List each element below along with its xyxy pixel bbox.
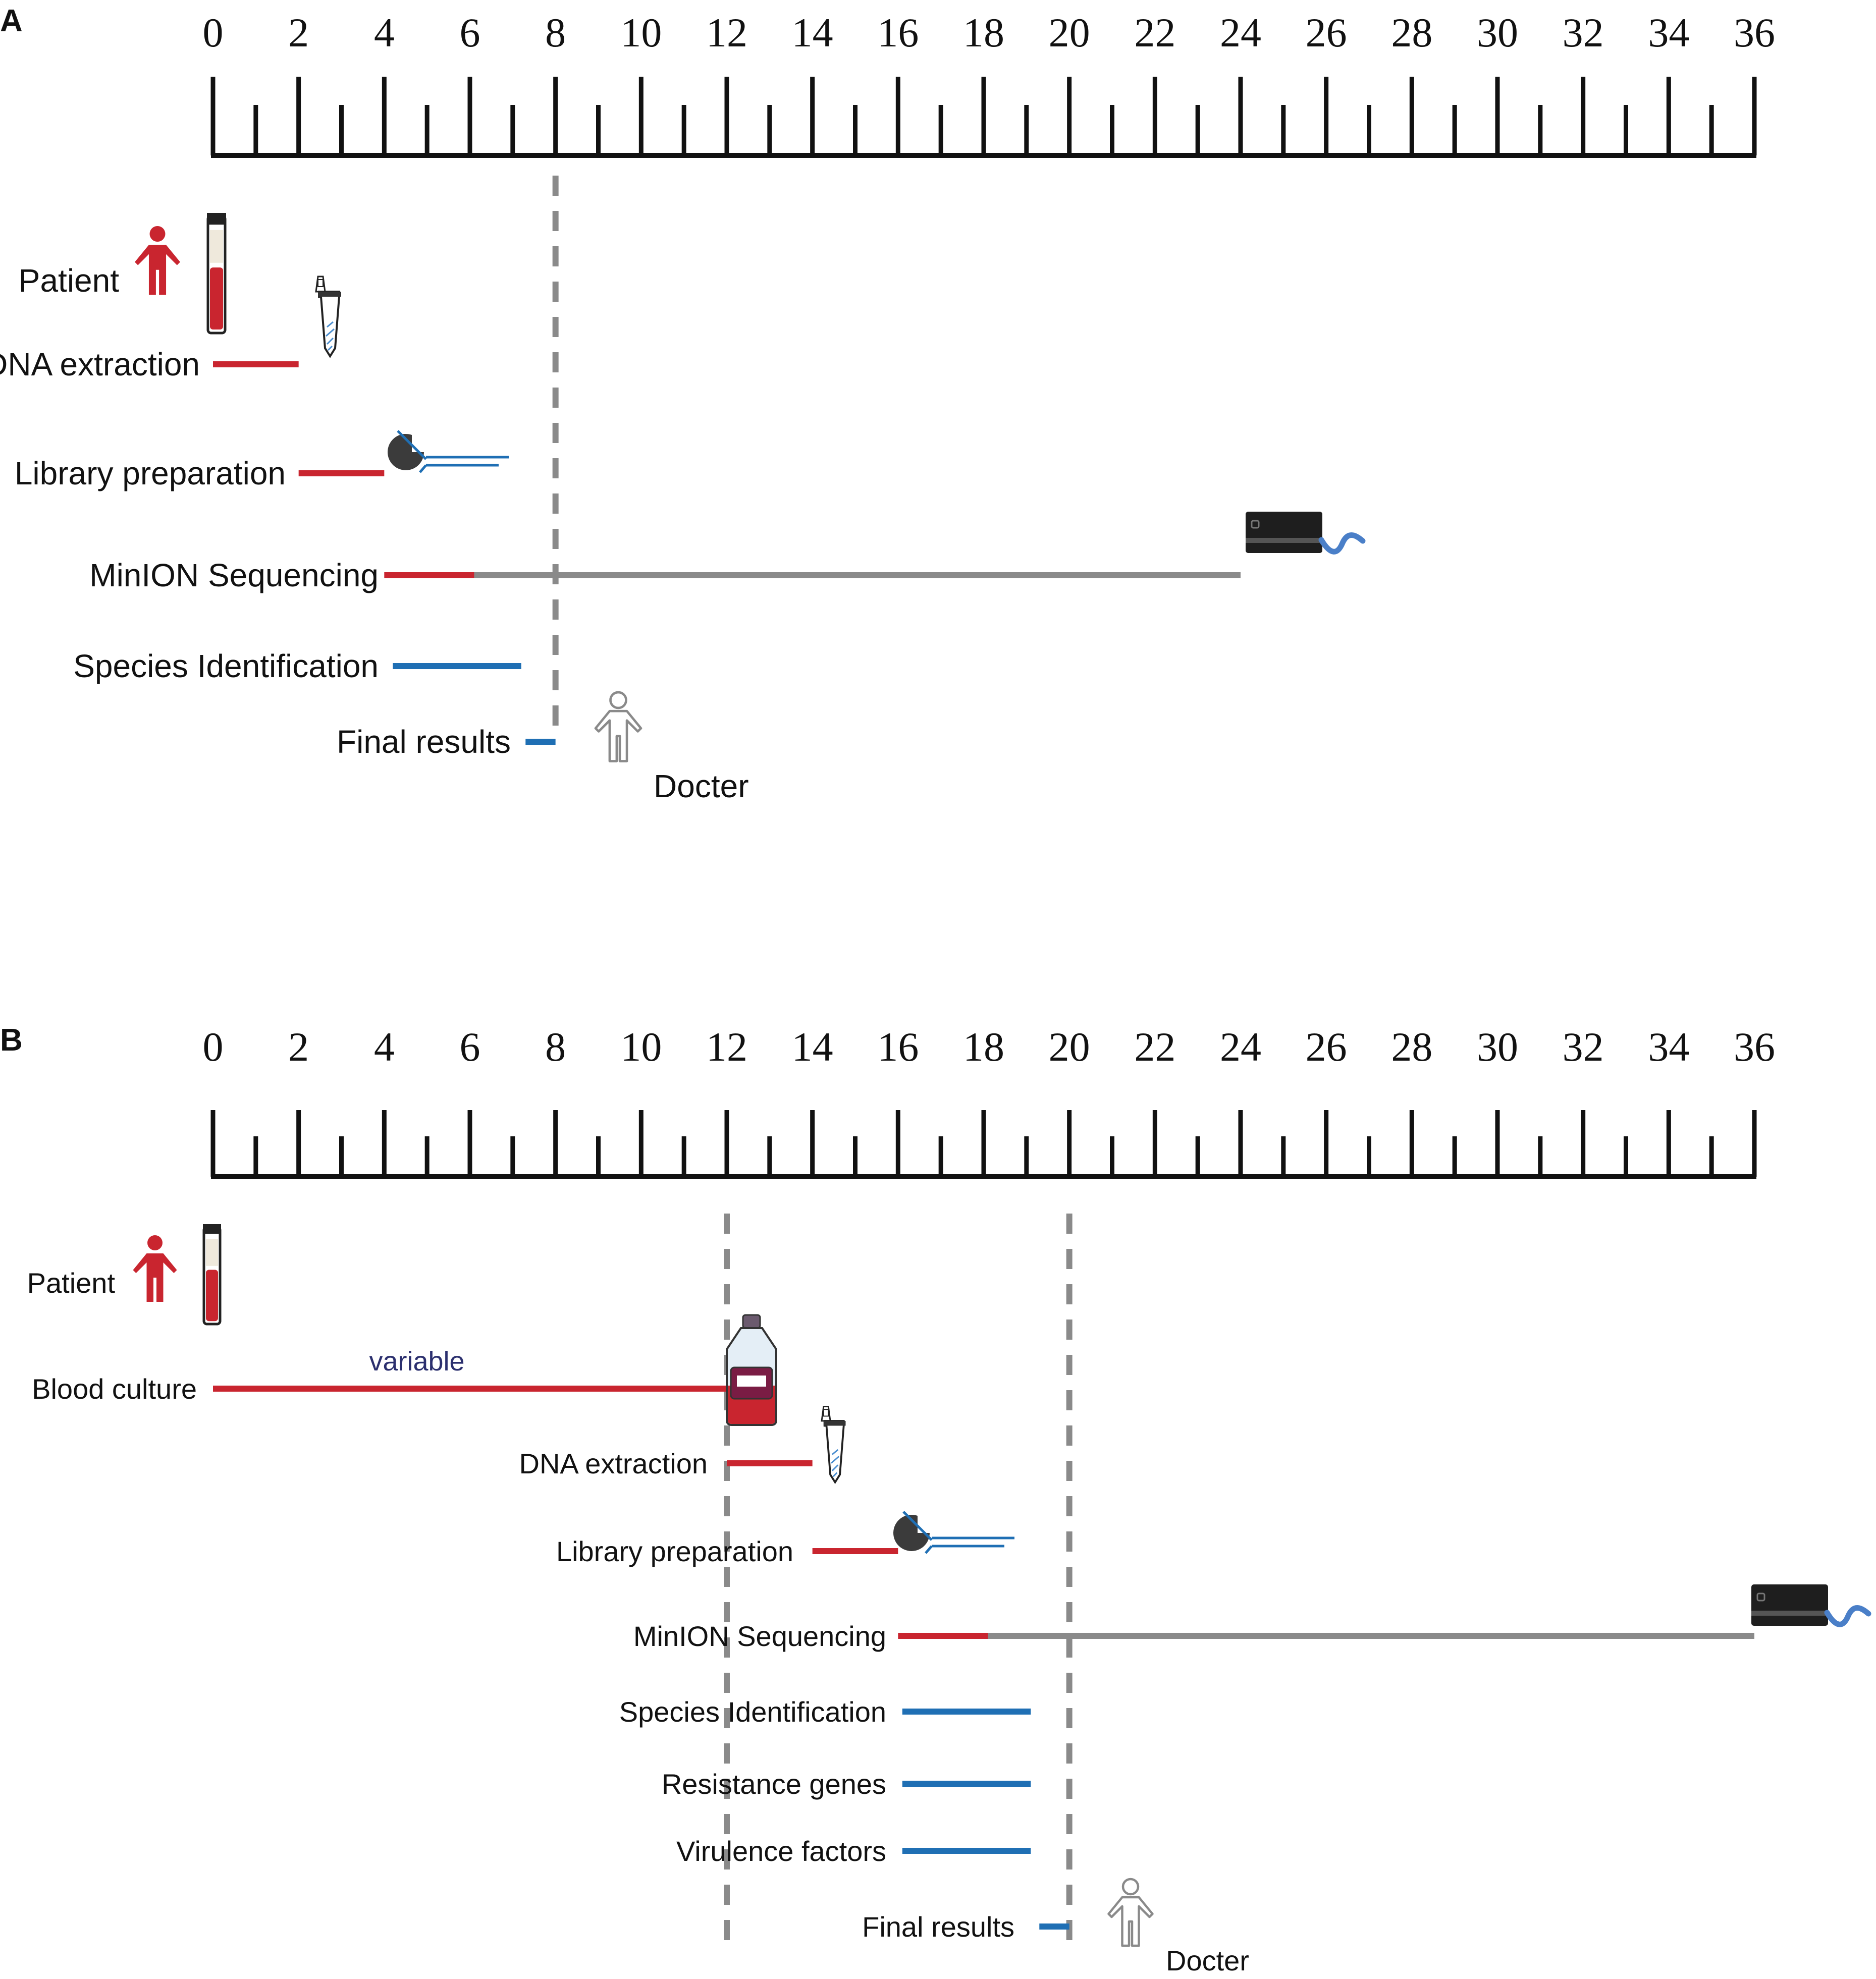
process-label: Blood culture: [32, 1373, 197, 1405]
process-label: Species Identification: [73, 648, 379, 684]
process-row: Blood culture: [32, 1373, 727, 1405]
axis-tick-label: 0: [203, 10, 224, 56]
process-row: Library preparation: [556, 1535, 898, 1567]
process-row: Resistance genes: [662, 1768, 1031, 1800]
patient-label: Patient: [27, 1267, 116, 1299]
axis-tick-label: 8: [545, 10, 566, 56]
process-row: Library preparation: [15, 455, 385, 491]
doctor-icon: [1107, 1878, 1154, 1947]
panel-letter-a: A: [0, 4, 23, 38]
axis-tick-label: 16: [877, 10, 919, 56]
axis-tick-label: 18: [963, 10, 1004, 56]
doctor-label: Docter: [1166, 1945, 1249, 1976]
process-label: Library preparation: [15, 455, 286, 491]
doctor-icon: [594, 691, 642, 762]
axis-tick-label: 2: [288, 10, 309, 56]
axis-tick-label: 4: [374, 10, 395, 56]
library-prep-icon: [893, 1511, 1014, 1554]
process-row: DNA extraction: [0, 346, 299, 382]
axis-tick-label: 2: [288, 1024, 309, 1070]
axis-tick-label: 36: [1734, 10, 1775, 56]
process-label: Final results: [337, 724, 511, 760]
axis-tick-label: 10: [620, 10, 662, 56]
panel-letter-b: B: [0, 1023, 23, 1058]
axis-tick-label: 28: [1391, 10, 1432, 56]
axis-tick-label: 36: [1734, 1024, 1775, 1070]
blood-tube-icon: [202, 1224, 222, 1326]
variable-annotation: variable: [369, 1346, 464, 1377]
process-label: Species Identification: [619, 1696, 886, 1728]
axis-tick-label: 24: [1220, 10, 1261, 56]
axis-tick-label: 30: [1477, 10, 1518, 56]
axis-tick-label: 28: [1391, 1024, 1432, 1070]
axis-tick-label: 18: [963, 1024, 1004, 1070]
minion-device-icon: [1246, 512, 1366, 555]
process-row: Species Identification: [619, 1696, 1031, 1728]
process-label: MinION Sequencing: [633, 1620, 886, 1652]
process-row: Virulence factors: [676, 1835, 1031, 1867]
process-row: MinION Sequencing: [633, 1620, 1754, 1652]
process-row: DNA extraction: [519, 1448, 813, 1479]
axis-tick-label: 10: [620, 1024, 662, 1070]
axis-tick-label: 16: [877, 1024, 919, 1070]
axis-tick-label: 12: [706, 10, 747, 56]
process-label: Virulence factors: [676, 1835, 886, 1867]
axis-tick-label: 0: [203, 1024, 224, 1070]
process-row: MinION Sequencing: [89, 557, 1241, 593]
axis-tick-label: 24: [1220, 1024, 1261, 1070]
culture-bottle-icon: [726, 1314, 777, 1426]
eppendorf-tube-icon: [821, 1406, 846, 1485]
axis-tick-label: 6: [460, 10, 480, 56]
axis-tick-label: 22: [1134, 10, 1175, 56]
axis-tick-label: 14: [792, 10, 833, 56]
axis-tick-label: 26: [1306, 1024, 1347, 1070]
process-row: Final results: [337, 724, 556, 760]
minion-device-icon: [1751, 1584, 1871, 1627]
patient-icon: [133, 1235, 177, 1302]
axis-tick-label: 4: [374, 1024, 395, 1070]
library-prep-icon: [388, 430, 509, 473]
axis-tick-label: 32: [1563, 1024, 1604, 1070]
process-label: DNA extraction: [519, 1448, 708, 1479]
blood-tube-icon: [206, 213, 227, 335]
process-label: Final results: [862, 1911, 1014, 1943]
axis-tick-label: 22: [1134, 1024, 1175, 1070]
axis-tick-label: 30: [1477, 1024, 1518, 1070]
axis-tick-label: 12: [706, 1024, 747, 1070]
axis-tick-label: 6: [460, 1024, 480, 1070]
doctor-label: Docter: [654, 768, 749, 804]
axis-tick-label: 20: [1049, 1024, 1090, 1070]
process-row: Species Identification: [73, 648, 521, 684]
eppendorf-tube-icon: [315, 276, 341, 358]
process-row: Final results: [862, 1911, 1069, 1943]
axis-tick-label: 34: [1648, 10, 1689, 56]
axis-tick-label: 26: [1306, 10, 1347, 56]
patient-icon: [135, 226, 180, 295]
patient-label: Patient: [19, 262, 119, 299]
axis-tick-label: 14: [792, 1024, 833, 1070]
process-label: DNA extraction: [0, 346, 200, 382]
process-label: MinION Sequencing: [89, 557, 379, 593]
axis-tick-label: 20: [1049, 10, 1090, 56]
axis-tick-label: 34: [1648, 1024, 1689, 1070]
axis-tick-label: 8: [545, 1024, 566, 1070]
process-label: Resistance genes: [662, 1768, 886, 1800]
axis-tick-label: 32: [1563, 10, 1604, 56]
process-label: Library preparation: [556, 1535, 793, 1567]
